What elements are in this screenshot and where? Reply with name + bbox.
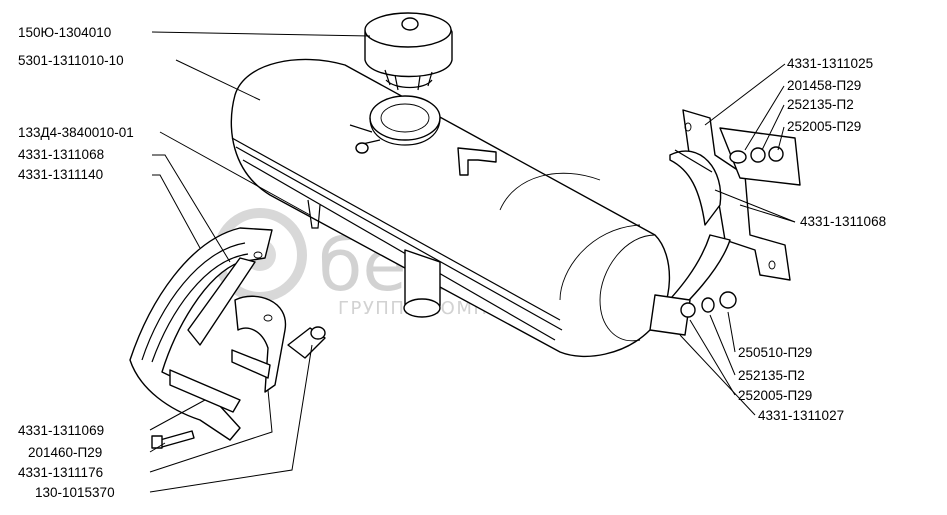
label-nut: 250510-П29 xyxy=(738,345,812,360)
label-cap: 150Ю-1304010 xyxy=(18,25,111,40)
left-bracket xyxy=(129,227,326,449)
label-clamp: 4331-1311176 xyxy=(18,465,103,480)
leader-lines xyxy=(149,31,796,493)
label-bolt-right: 201458-П29 xyxy=(787,78,861,93)
part-labels: 150Ю-1304010 5301-1311010-10 133Д4-38400… xyxy=(18,25,886,500)
label-strap-right: 4331-1311068 xyxy=(800,214,886,229)
label-strap-lower: 4331-1311069 xyxy=(18,423,104,438)
label-washer-lower: 252135-П2 xyxy=(738,368,805,383)
label-right-bracket: 4331-1311025 xyxy=(787,56,873,71)
label-spring-washer: 252005-П29 xyxy=(787,119,861,134)
label-spring-washer-lower: 252005-П29 xyxy=(738,388,812,403)
right-bracket xyxy=(649,109,801,336)
label-sensor: 130-1015370 xyxy=(35,485,115,500)
label-fuel-sender: 133Д4-3840010-01 xyxy=(18,125,134,140)
fuel-tank xyxy=(230,58,671,358)
label-lower-bracket: 4331-1311027 xyxy=(758,408,844,423)
label-left-bracket: 4331-1311140 xyxy=(18,167,103,182)
label-tank: 5301-1311010-10 xyxy=(18,53,124,68)
filler-cap xyxy=(364,12,453,91)
label-bolt-left: 201460-П29 xyxy=(28,445,102,460)
label-strap-left: 4331-1311068 xyxy=(18,147,104,162)
label-washer-right: 252135-П2 xyxy=(787,97,854,112)
